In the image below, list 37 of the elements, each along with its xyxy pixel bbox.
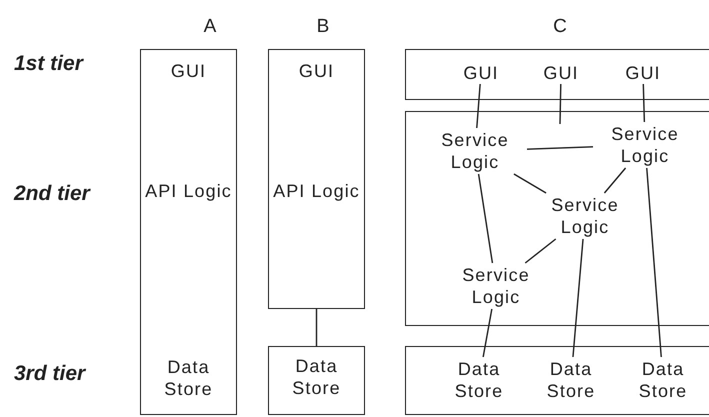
connector-line [478,174,494,264]
component-label: Service Logic [444,263,548,309]
connector-line [524,238,556,264]
connector-line [526,146,594,150]
tier-box [268,346,365,415]
connector-line [572,238,584,358]
component-label: API Logic [273,180,360,202]
component-label: GUI [536,62,586,84]
tier-box [405,49,709,100]
connector-line [482,308,493,358]
connector-line [604,168,626,194]
tier-box [405,346,709,415]
component-label: Data Store [163,356,214,400]
component-label: GUI [170,60,206,82]
connector-line [559,84,562,124]
column-label: A [202,16,218,38]
component-label: Data Store [291,355,342,399]
tier-label: 1st tier [14,52,83,76]
component-label: GUI [456,62,506,84]
tier-label: 3rd tier [14,362,86,386]
component-label: GUI [298,60,334,82]
component-label: Service Logic [423,128,527,174]
component-label: GUI [618,62,668,84]
tier-box [405,111,709,326]
connector-line [476,84,481,128]
tier-box [140,49,237,415]
component-label: API Logic [145,180,232,202]
connector-line [316,309,318,346]
tier-label: 2nd tier [14,182,90,206]
connector-line [514,173,546,194]
component-label: Service Logic [593,122,697,168]
component-label: Service Logic [533,193,637,239]
connector-line [646,168,662,358]
column-label: B [316,16,330,38]
connector-line [642,84,646,122]
tier-box [268,49,365,309]
column-label: C [552,16,568,38]
